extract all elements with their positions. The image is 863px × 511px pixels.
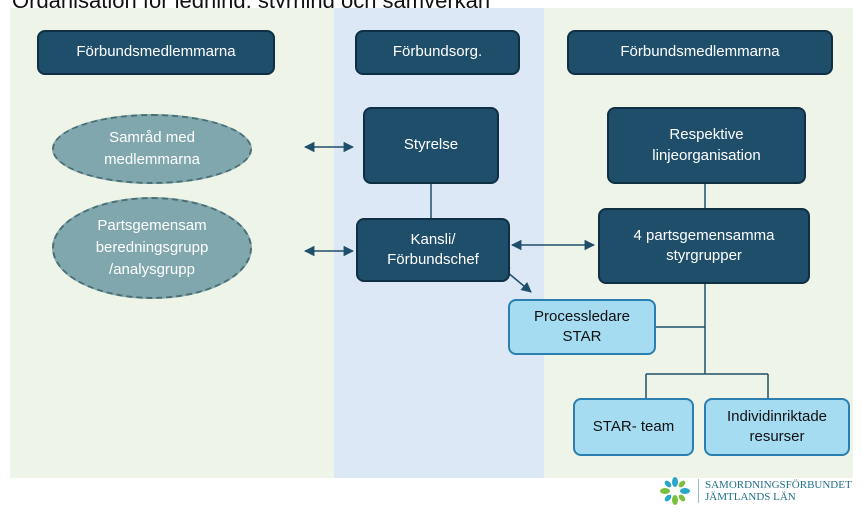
- logo: SAMORDNINGSFÖRBUNDET JÄMTLANDS LÄN: [658, 474, 858, 508]
- individ-label: Individinriktade resurser: [726, 407, 828, 445]
- respektive-label: Respektive linjeorganisation: [652, 126, 761, 164]
- logo-text: SAMORDNINGSFÖRBUNDET JÄMTLANDS LÄN: [698, 478, 852, 504]
- header-right-label: Förbundsmedlemmarna: [620, 43, 780, 61]
- logo-line1: SAMORDNINGSFÖRBUNDET: [705, 478, 852, 491]
- kansli-label: Kansli/ Förbundschef: [387, 230, 479, 268]
- styrgrupper-label: 4 partsgemensamma styrgrupper: [633, 226, 775, 264]
- individ-box: Individinriktade resurser: [704, 398, 850, 456]
- respektive-box: Respektive linjeorganisation: [607, 107, 806, 184]
- logo-icon: [660, 477, 690, 505]
- header-right: Förbundsmedlemmarna: [567, 30, 833, 75]
- styrgrupper-box: 4 partsgemensamma styrgrupper: [598, 208, 810, 284]
- processledare-box: Processledare STAR: [508, 299, 656, 355]
- logo-line2: JÄMTLANDS LÄN: [705, 491, 796, 503]
- processledare-label: Processledare STAR: [534, 307, 630, 345]
- styrelse-label: Styrelse: [403, 136, 459, 154]
- partsgemensam-ellipse: Partsgemensam beredningsgrupp /analysgru…: [52, 197, 252, 299]
- header-middle: Förbundsorg.: [355, 30, 520, 75]
- header-middle-label: Förbundsorg.: [392, 43, 483, 61]
- samrad-label: Samråd med medlemmarna: [104, 129, 200, 168]
- styrelse-box: Styrelse: [363, 107, 499, 184]
- samrad-ellipse: Samråd med medlemmarna: [52, 114, 252, 184]
- header-left-label: Förbundsmedlemmarna: [76, 43, 236, 61]
- header-left: Förbundsmedlemmarna: [37, 30, 275, 75]
- partsgemensam-label: Partsgemensam beredningsgrupp /analysgru…: [95, 217, 209, 278]
- star-team-box: STAR- team: [573, 398, 694, 456]
- kansli-box: Kansli/ Förbundschef: [356, 218, 510, 282]
- star-team-label: STAR- team: [592, 417, 675, 435]
